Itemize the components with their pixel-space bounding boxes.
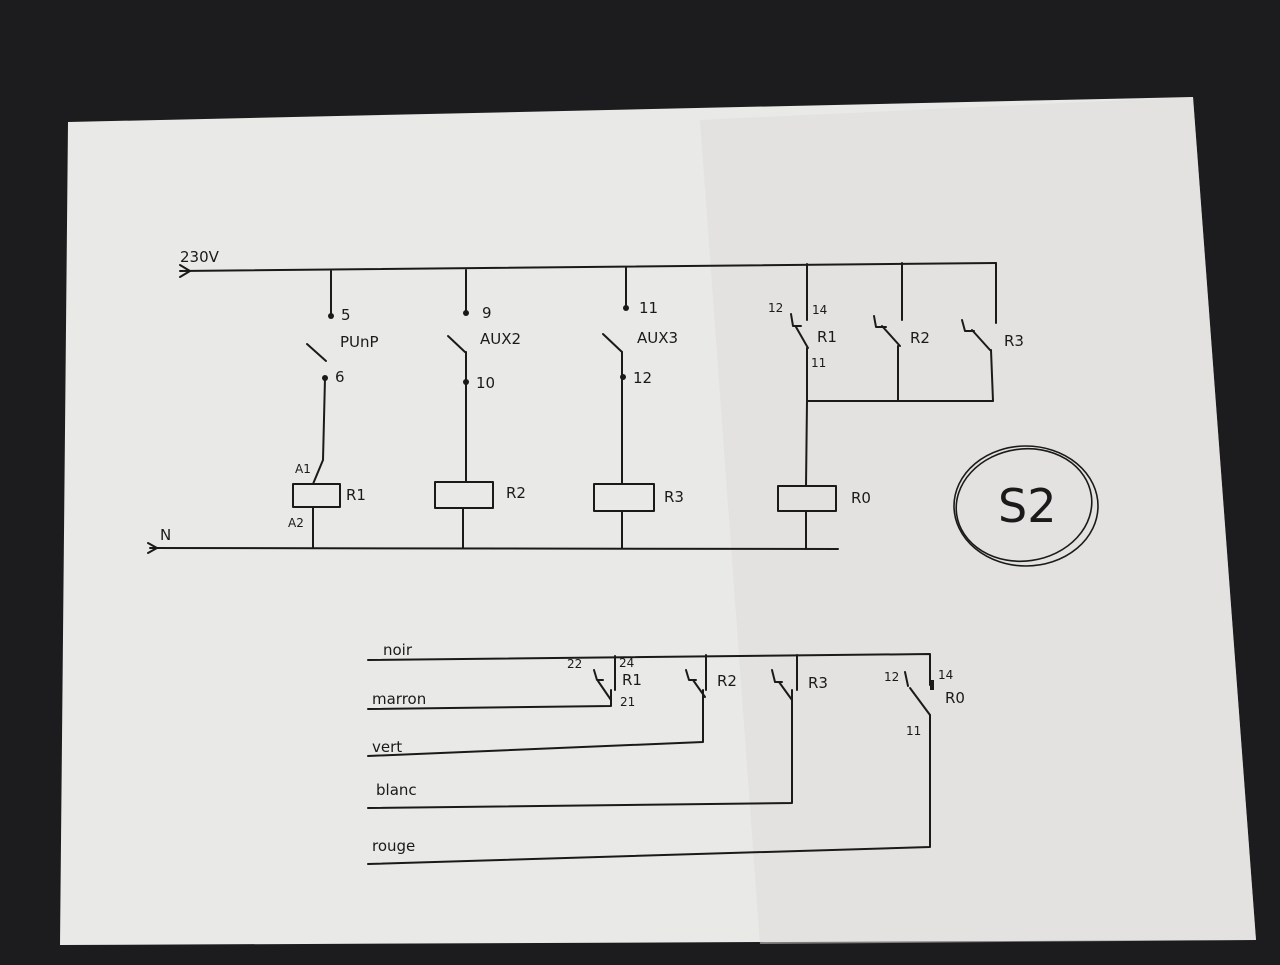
paper-shadow [700, 97, 1256, 944]
bot-r1-label: R1 [622, 671, 642, 689]
wire-noir-label: noir [383, 641, 413, 659]
aux3-switch-contact [602, 333, 623, 353]
branch-aux2: 9 AUX2 10 R2 [434, 269, 526, 549]
terminal-11-label: 11 [639, 299, 658, 317]
branch-aux3: 11 AUX3 12 R3 [593, 267, 684, 549]
s2-badge: S2 [953, 445, 1099, 567]
coil-r1 [292, 483, 341, 508]
bot-r0-marker [930, 680, 934, 690]
wire-rouge [367, 714, 931, 865]
branch-pump: 5 PUnP 6 A1 R1 A2 [288, 270, 379, 549]
bot-11-label: 11 [906, 724, 921, 738]
power-schematic: 230V N 5 PUnP 6 A1 R1 A2 9 AUX2 [147, 248, 1099, 567]
bot-14-label: 14 [938, 668, 953, 682]
s2-circle [953, 445, 1099, 567]
bot-24-label: 24 [619, 656, 634, 670]
bot-r0-label: R0 [945, 689, 965, 707]
bot-r1-hook [593, 669, 604, 681]
bot-22-label: 22 [567, 657, 582, 671]
supply-label: 230V [180, 248, 220, 266]
top-r2-label: R2 [910, 329, 930, 347]
bot-12-label: 12 [884, 670, 899, 684]
terminal-5 [328, 313, 334, 319]
terminal-9 [463, 310, 469, 316]
wiring-diagram: noir marron vert blanc rouge 22 24 R1 21… [367, 641, 965, 865]
top-r1-contact [795, 326, 809, 349]
a2-label: A2 [288, 516, 304, 530]
supply-arrow [179, 264, 191, 278]
terminal-9-label: 9 [482, 304, 492, 322]
terminal-5-label: 5 [341, 306, 351, 324]
branch-r0: 12 14 R1 11 R2 R3 R0 [768, 262, 1024, 550]
top-r3-contact [971, 329, 991, 351]
bot-21-label: 21 [620, 695, 635, 709]
wire-rouge-label: rouge [372, 837, 415, 855]
s2-label: S2 [998, 479, 1056, 533]
wire-vert [367, 689, 704, 757]
bot-r3-label: R3 [808, 674, 828, 692]
neutral-arrow [147, 542, 158, 554]
bot-r2-label: R2 [717, 672, 737, 690]
top-r3-hook [961, 319, 975, 332]
bot-r0-stub [904, 671, 909, 687]
r0-feed [805, 400, 808, 487]
top-r1-14-label: 14 [812, 303, 827, 317]
coil-r1-label: R1 [346, 486, 366, 504]
s2-circle-outer [955, 447, 1093, 563]
wire-blanc [367, 689, 793, 809]
top-r2-contact [881, 325, 901, 347]
pump-label: PUnP [340, 333, 379, 351]
bot-r2-contact [692, 679, 706, 698]
terminal-11 [623, 305, 629, 311]
r3-return [990, 349, 994, 402]
coil-r3-label: R3 [664, 488, 684, 506]
wire-marron-label: marron [372, 690, 426, 708]
terminal-12-label: 12 [633, 369, 652, 387]
bot-r3-contact [778, 681, 793, 701]
top-r1-12-label: 12 [768, 301, 783, 315]
aux2-label: AUX2 [480, 330, 521, 348]
top-r3-label: R3 [1004, 332, 1024, 350]
top-r1-hook [790, 313, 802, 327]
aux2-switch-contact [447, 335, 466, 353]
terminal-6-label: 6 [335, 368, 345, 386]
wire-vert-label: vert [372, 738, 402, 756]
bot-r0-contact [909, 687, 931, 716]
neutral-label: N [160, 526, 171, 544]
branch-pump-lower [312, 377, 326, 485]
coil-r2-label: R2 [506, 484, 526, 502]
coil-r3 [593, 483, 655, 512]
a1-label: A1 [295, 462, 311, 476]
wire-blanc-label: blanc [376, 781, 417, 799]
neutral-bus [149, 547, 839, 550]
supply-bus [179, 262, 997, 272]
aux3-label: AUX3 [637, 329, 678, 347]
pump-switch-contact [306, 343, 327, 362]
bot-r1-contact [597, 680, 612, 701]
terminal-10-label: 10 [476, 374, 495, 392]
wire-noir [367, 653, 931, 686]
top-r1-11-label: 11 [811, 356, 826, 370]
top-r1-label: R1 [817, 328, 837, 346]
wire-marron [367, 689, 612, 710]
coil-r0-label: R0 [851, 489, 871, 507]
